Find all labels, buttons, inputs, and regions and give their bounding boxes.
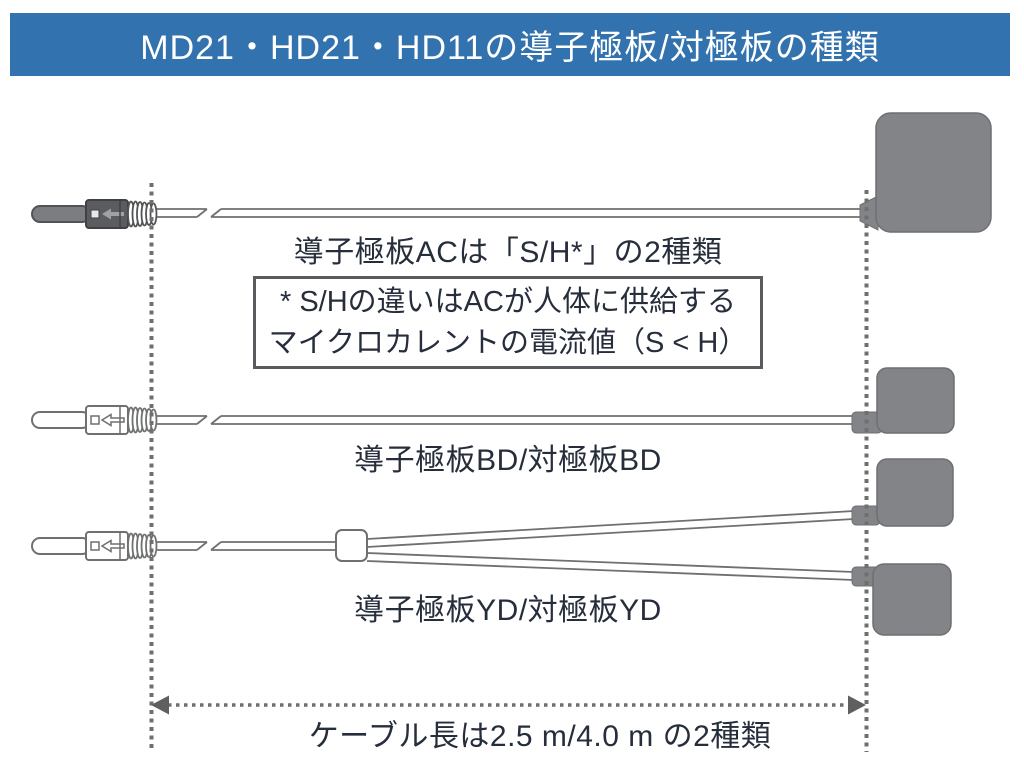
plug-yd-icon	[31, 531, 158, 561]
label-electrode-ac: 導子極板ACは「S/H*」の2種類	[293, 236, 723, 269]
footnote-box: * S/Hの違いはACが人体に供給する マイクロカレントの電流値（S < H）	[253, 276, 763, 369]
header-bar: MD21・HD21・HD11の導子極板/対極板の種類	[10, 13, 1010, 76]
page-title: MD21・HD21・HD11の導子極板/対極板の種類	[140, 29, 880, 67]
label-electrode-bd: 導子極板BD/対極板BD	[354, 444, 662, 477]
cable-ac	[151, 208, 864, 218]
plug-ac-icon	[31, 199, 158, 229]
label-electrode-yd: 導子極板YD/対極板YD	[354, 594, 662, 627]
cable-splitter	[335, 529, 368, 562]
label-cable-length: ケーブル長は2.5 m/4.0 m の2種類	[308, 720, 772, 753]
measure-guide-lines	[149, 183, 869, 752]
plug-bd-icon	[31, 405, 158, 435]
pad-ac	[859, 112, 992, 233]
footnote-line1: * S/Hの違いはACが人体に供給する	[280, 286, 736, 319]
cable-length-arrow-icon	[151, 695, 866, 715]
cable-yd	[151, 510, 855, 581]
footnote-line2: マイクロカレントの電流値（S < H）	[268, 326, 748, 359]
cable-bd	[151, 415, 855, 425]
pad-yd-upper	[851, 458, 954, 527]
